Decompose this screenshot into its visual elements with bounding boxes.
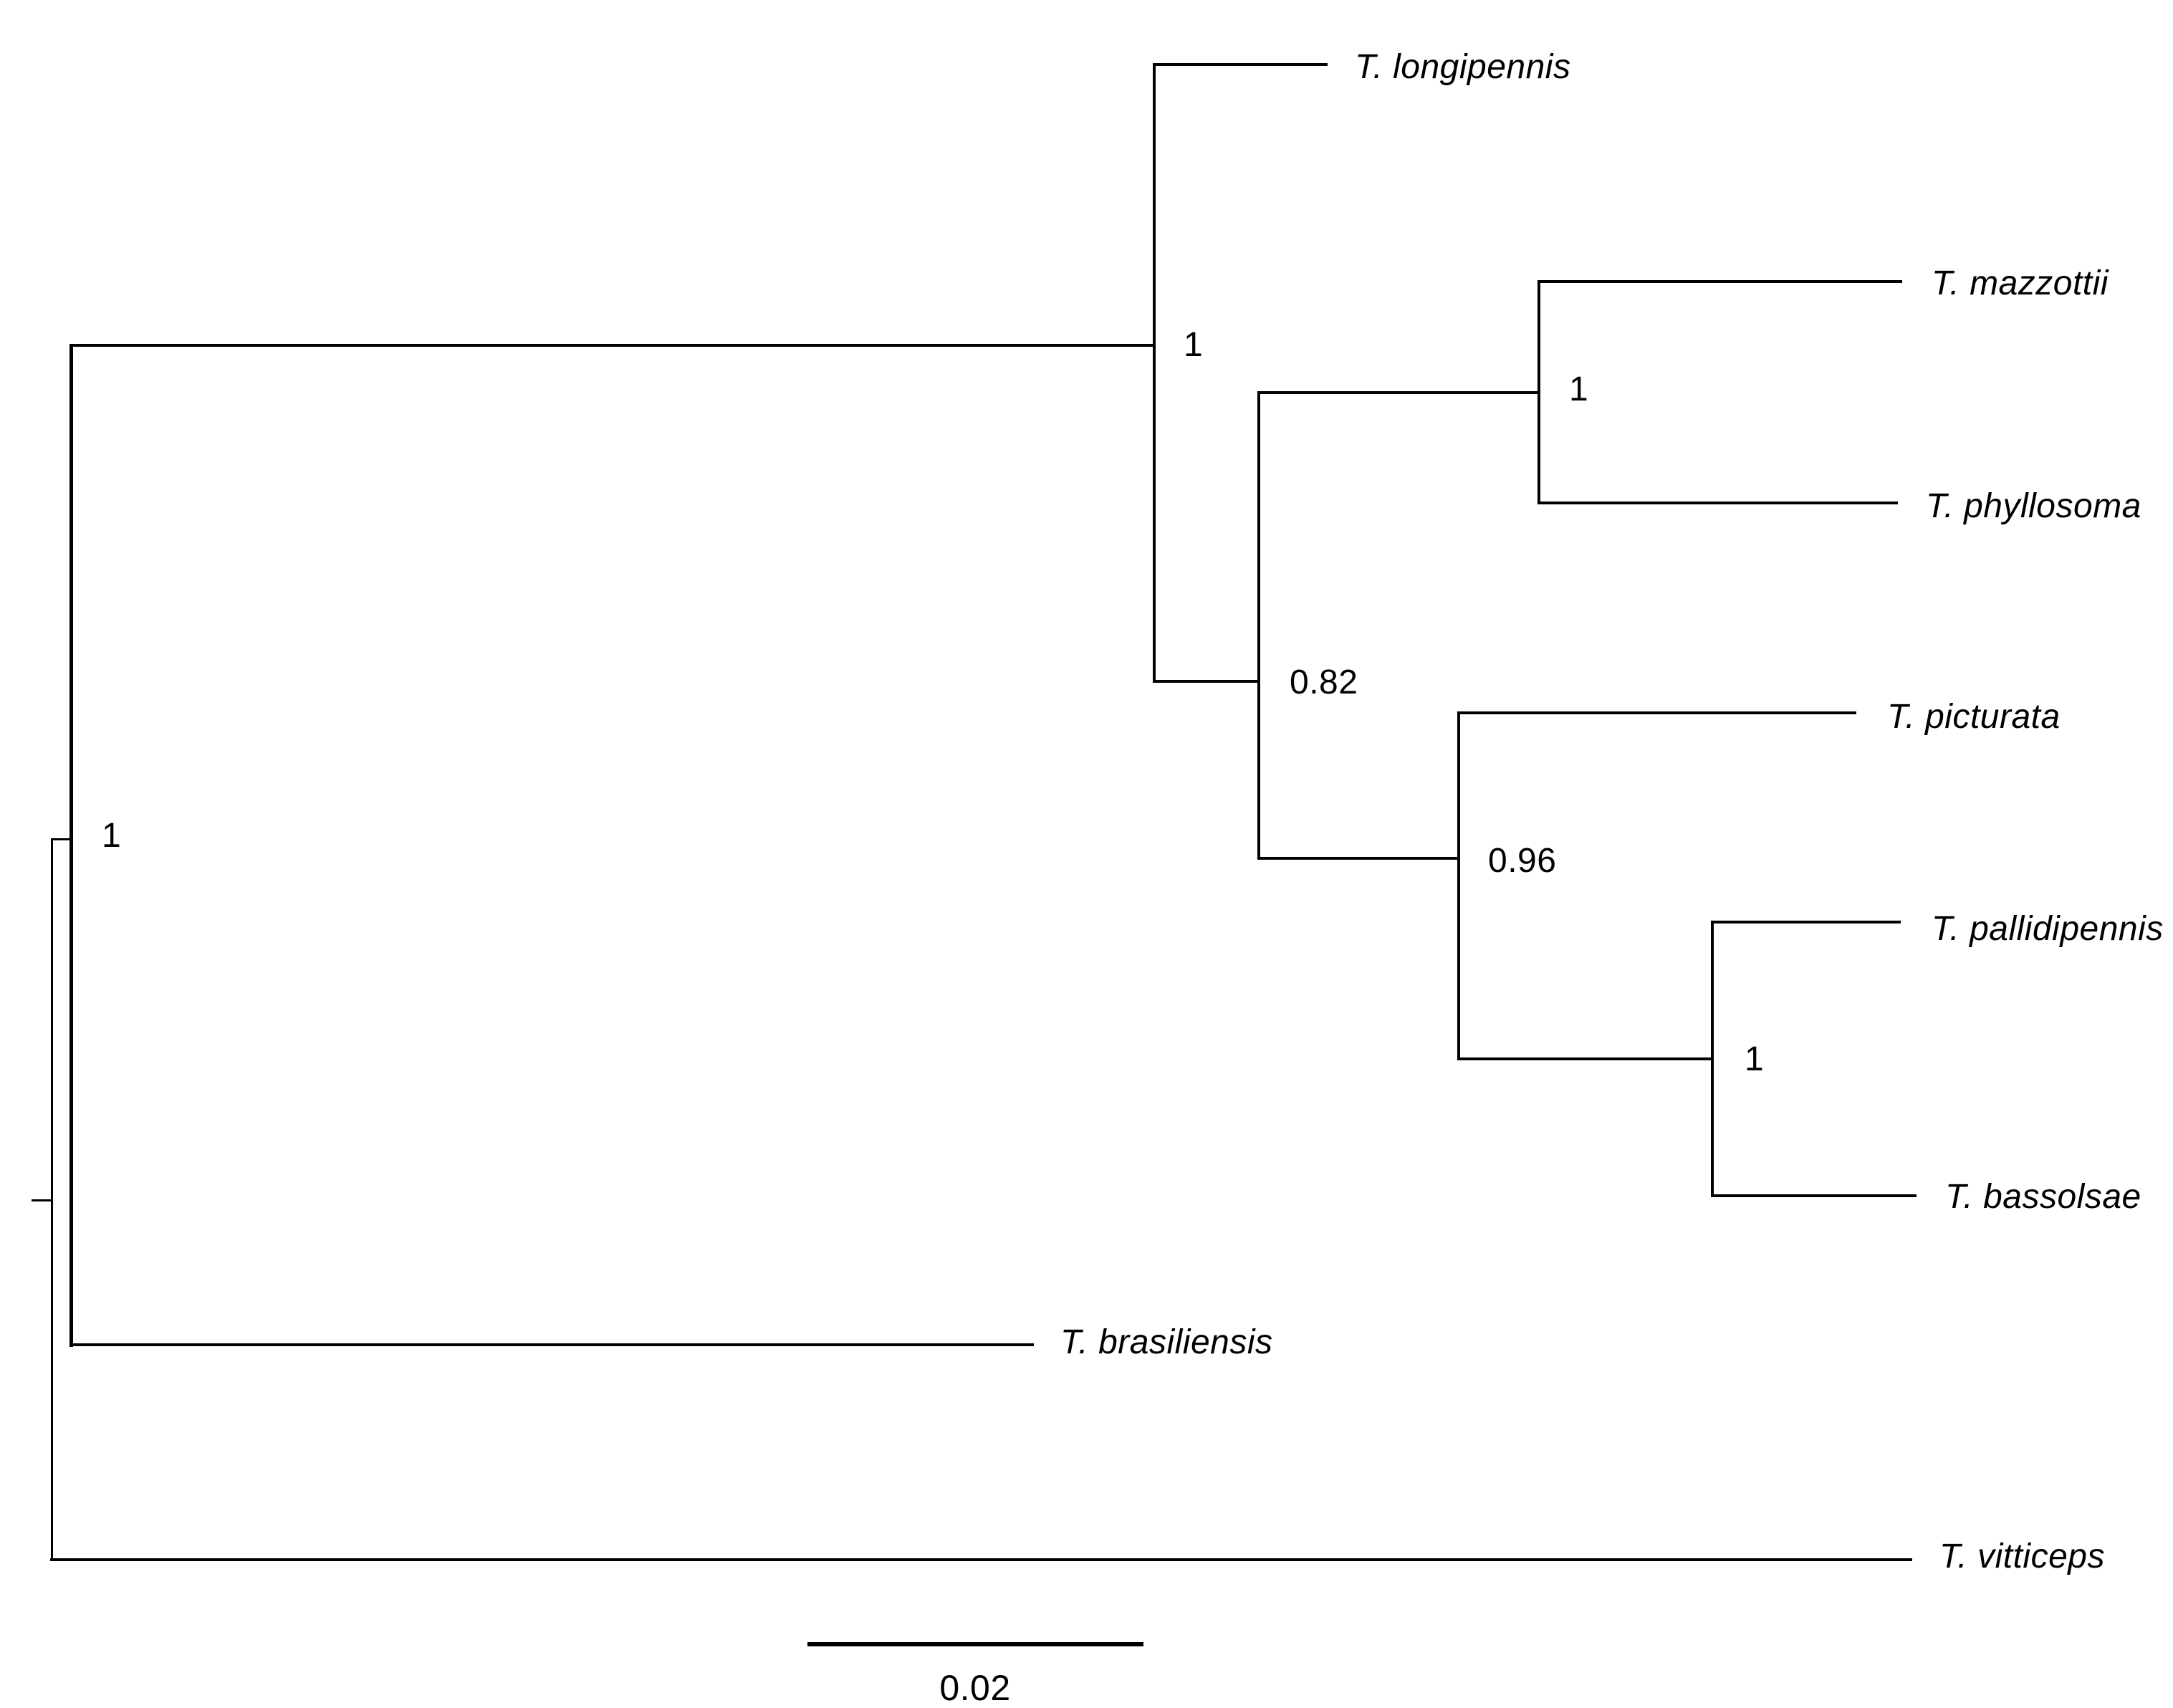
edge-node-082 [1153,680,1260,683]
edge-node-pallidipennis-bassolsae [1457,1057,1714,1060]
vertical-node-082 [1257,391,1260,860]
scale-bar [807,1642,1143,1646]
vertical-node-ingroup [69,343,73,1347]
support-label-096: 0.96 [1488,842,1557,881]
branch-t-picturata [1457,711,1856,714]
support-label-ingroup: 1 [102,817,122,855]
taxon-label-bassolsae: T. bassolsae [1945,1178,2141,1217]
taxon-label-vitticeps: T. vitticeps [1939,1537,2105,1576]
edge-node-mazzottii-phyllosoma [1257,391,1540,394]
branch-t-brasiliensis [69,1343,1034,1346]
taxon-label-phyllosoma: T. phyllosoma [1926,487,2141,526]
edge-node-ingroup [50,838,72,840]
root-edge [31,1199,53,1201]
support-label-longipennis-clade: 1 [1184,326,1204,365]
support-label-pallidipennis-bassolsae: 1 [1745,1040,1765,1079]
support-label-mazzottii-phyllosoma: 1 [1569,370,1589,409]
vertical-node-mazzottii-phyllosoma [1538,280,1540,504]
taxon-label-brasiliensis: T. brasiliensis [1060,1323,1273,1362]
taxon-label-longipennis: T. longipennis [1355,48,1571,87]
branch-t-pallidipennis [1711,921,1901,923]
branch-t-vitticeps [50,1558,1912,1561]
branch-t-longipennis [1153,63,1328,66]
branch-t-bassolsae [1711,1194,1917,1197]
support-label-082: 0.82 [1290,663,1358,702]
taxon-label-picturata: T. picturata [1887,698,2061,737]
edge-node-longipennis-clade [69,344,1156,347]
scale-bar-label: 0.02 [939,1668,1011,1708]
branch-t-mazzottii [1538,280,1902,283]
edge-node-096 [1257,857,1460,860]
taxon-label-pallidipennis: T. pallidipennis [1932,910,2164,949]
vertical-node-096 [1457,711,1460,1060]
branch-t-phyllosoma [1538,502,1898,504]
taxon-label-mazzottii: T. mazzottii [1932,264,2109,303]
vertical-node-longipennis-clade [1153,63,1156,683]
